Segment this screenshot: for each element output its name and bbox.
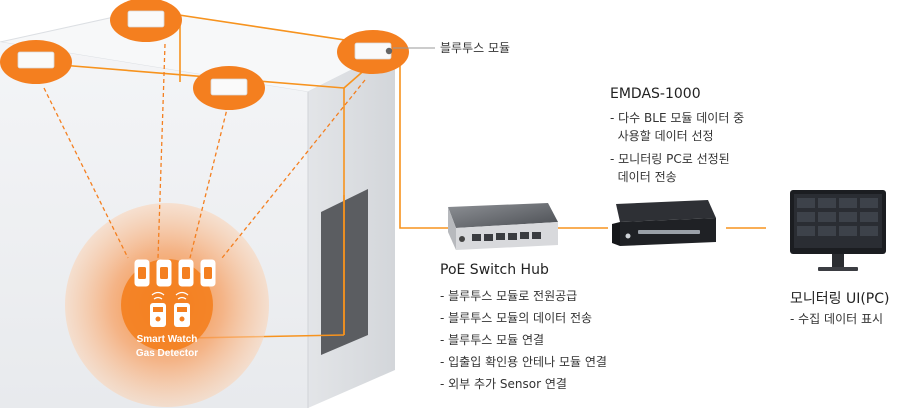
detector-label-line2: Gas Detector (135, 348, 199, 359)
hub-feature: - 블루투스 모듈의 데이터 전송 (440, 311, 593, 325)
bluetooth-module-label: 블루투스 모듈 (440, 41, 511, 55)
emdas-feature: - 다수 BLE 모듈 데이터 중 사용할 데이터 선정 (610, 111, 745, 143)
hub-feature: - 외부 추가 Sensor 연결 (440, 377, 567, 391)
hub-feature: - 블루투스 모듈로 전원공급 (440, 289, 578, 303)
emdas-feature: - 모니터링 PC로 선정된 데이터 전송 (610, 152, 730, 184)
smart-watch-icons (134, 259, 216, 287)
monitor-title: 모니터링 UI(PC) (790, 291, 890, 307)
hub-feature: - 입출입 확인용 안테나 모듈 연결 (440, 355, 607, 369)
monitor-device (790, 190, 886, 271)
detector-label: Smart Watch Gas Detector (117, 333, 217, 361)
detector-label-line1: Smart Watch (136, 334, 198, 345)
monitor-feature: - 수집 데이터 표시 (790, 312, 884, 326)
emdas-title: EMDAS-1000 (610, 86, 701, 102)
signal-lines (43, 43, 366, 259)
bluetooth-module-2 (110, 0, 182, 42)
monitor-feature-list: - 수집 데이터 표시 (790, 308, 883, 330)
hub-feature-list: - 블루투스 모듈로 전원공급 - 블루투스 모듈의 데이터 전송 - 블루투스… (440, 285, 607, 395)
hub-title: PoE Switch Hub (440, 262, 549, 278)
emdas-feature-list: - 다수 BLE 모듈 데이터 중 사용할 데이터 선정 - 모니터링 PC로 … (610, 109, 744, 191)
bluetooth-module-1 (0, 40, 72, 84)
poe-switch-hub-device (448, 203, 558, 250)
gas-detector-icons (150, 291, 190, 327)
bluetooth-module-3 (193, 66, 265, 110)
hub-feature: - 블루투스 모듈 연결 (440, 333, 545, 347)
emdas-device (612, 200, 716, 246)
bluetooth-module-4 (337, 30, 409, 74)
